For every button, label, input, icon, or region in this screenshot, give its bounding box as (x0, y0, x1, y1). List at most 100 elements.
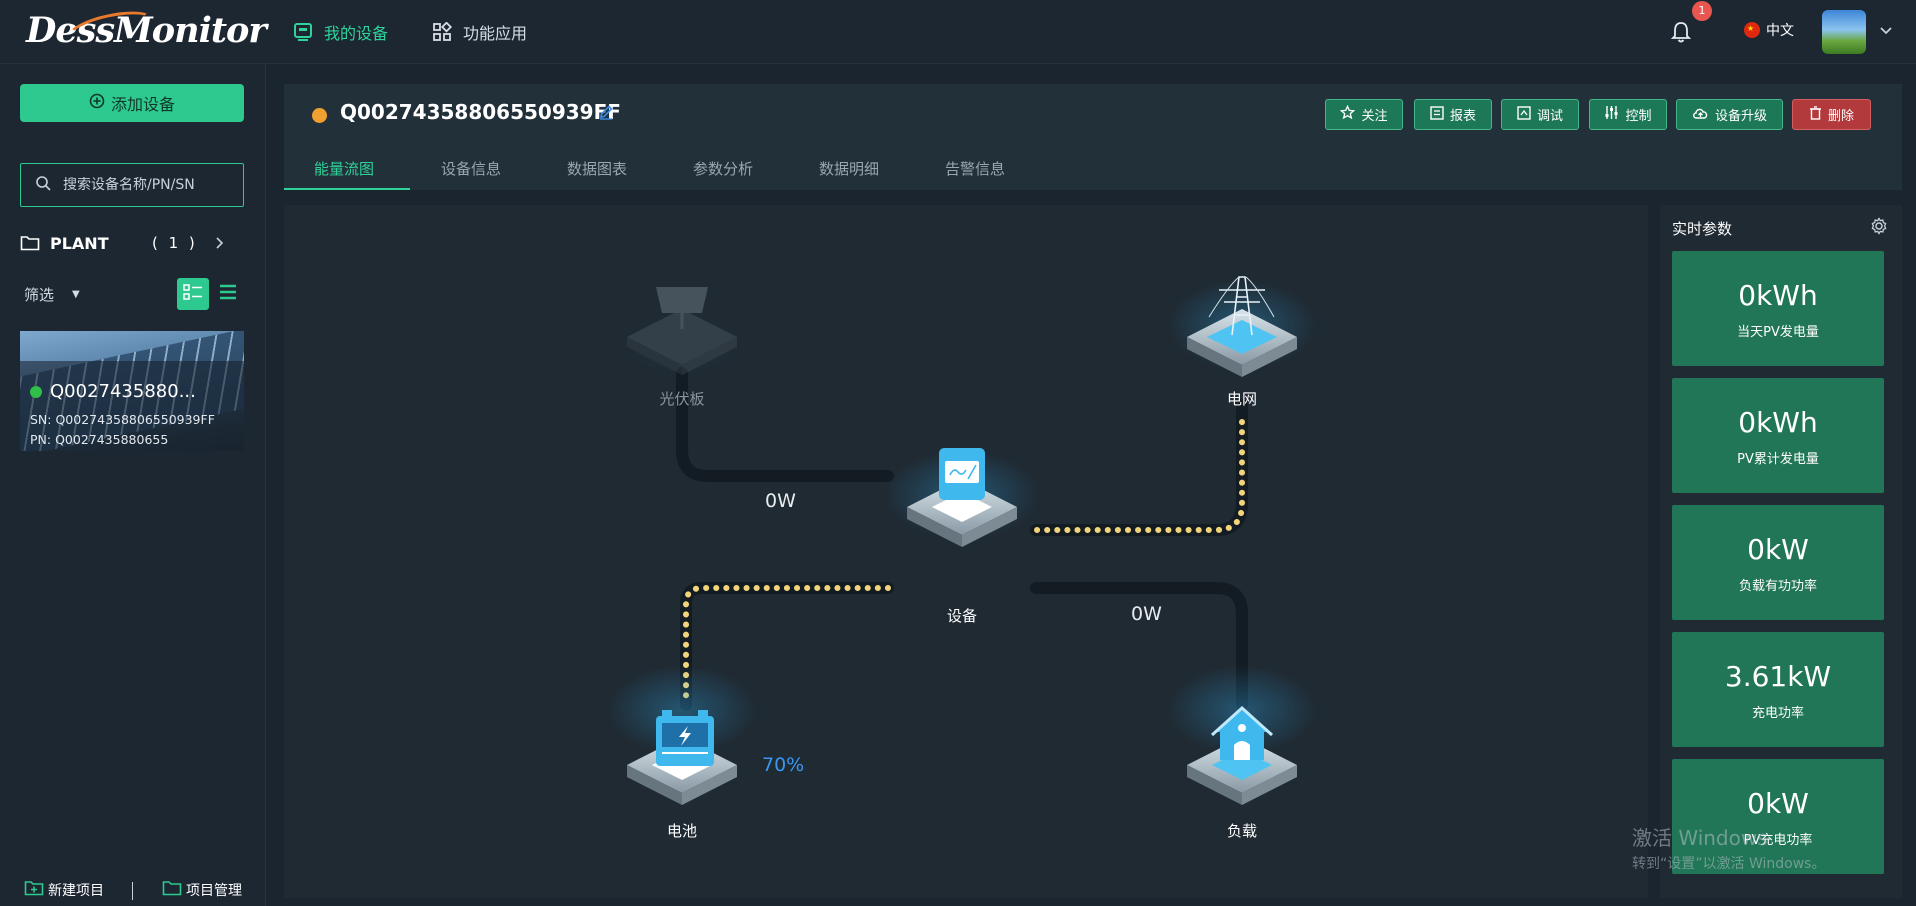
follow-button[interactable]: 关注 (1325, 99, 1403, 130)
pencil-icon[interactable] (598, 104, 614, 124)
nav-my-devices[interactable]: 我的设备 (292, 16, 388, 48)
tab-device-info[interactable]: 设备信息 (441, 160, 502, 178)
realtime-params-panel: 实时参数 0kWh 当天PV发电量 0kWh PV累计发电量 0kW 负载有功功… (1660, 205, 1902, 898)
windows-activation-watermark: 激活 Windows 转到“设置”以激活 Windows。 (1632, 822, 1825, 873)
grid-label: 电网 (1226, 390, 1257, 408)
nav-label: 功能应用 (463, 24, 528, 43)
metric-value: 0kW (1747, 533, 1809, 566)
debug-label: 调试 (1536, 109, 1563, 124)
device-sn: SN: Q0027435880655093​9FF (30, 412, 215, 427)
watermark-line2: 转到“设置”以激活 Windows。 (1632, 856, 1826, 872)
battery-icon (607, 665, 757, 805)
device-card-name: Q0027435880... (30, 381, 196, 402)
filter-label: 筛选 (24, 285, 55, 304)
debug-icon (1517, 105, 1531, 124)
metric-card-load-power: 0kW 负载有功功率 (1672, 505, 1884, 620)
metric-label: PV累计发电量 (1737, 452, 1819, 467)
solar-panel-icon (627, 287, 737, 375)
plant-group[interactable]: PLANT ( 1 ) (20, 228, 250, 258)
metric-card-pv-charge-power: 0kW PV充电功率 (1672, 759, 1884, 874)
bell-icon[interactable] (1670, 20, 1692, 44)
power-tower-icon (1167, 276, 1317, 377)
tab-alarm-info[interactable]: 告警信息 (945, 160, 1006, 178)
page-title: Q00274358806550939FF (340, 100, 621, 124)
debug-button[interactable]: 调试 (1501, 99, 1579, 130)
follow-label: 关注 (1361, 109, 1388, 124)
chevron-down-icon[interactable] (1880, 24, 1892, 38)
app-logo[interactable]: DessMonitor (26, 4, 267, 56)
card-list-icon (183, 284, 203, 304)
tab-data-detail[interactable]: 数据明细 (819, 160, 880, 178)
search-input[interactable] (63, 177, 233, 193)
star-icon (1340, 104, 1356, 124)
nav-label: 我的设备 (324, 24, 389, 43)
list-icon (219, 284, 237, 304)
language-switch[interactable]: 中文 (1744, 20, 1794, 40)
online-status-dot (30, 385, 42, 398)
active-tab-indicator (284, 188, 410, 190)
load-line (1030, 582, 1248, 711)
sliders-icon (1604, 105, 1619, 124)
nav-apps[interactable]: 功能应用 (431, 16, 527, 48)
china-flag-icon (1744, 22, 1760, 38)
add-device-button[interactable]: 添加设备 (20, 84, 244, 122)
device-search[interactable] (20, 163, 244, 207)
tab-energy-flow[interactable]: 能量流图 (314, 160, 375, 178)
metric-value: 0kWh (1738, 406, 1818, 439)
device-icon (292, 21, 314, 43)
filter-dropdown[interactable]: 筛选 ▼ (24, 278, 250, 310)
tab-data-chart[interactable]: 数据图表 (567, 160, 628, 178)
grid-flow-dots (1033, 419, 1245, 533)
plus-circle-icon (89, 93, 105, 113)
pv-label: 光伏板 (659, 390, 705, 408)
metric-value: 0kWh (1738, 279, 1818, 312)
logo-text: DessMonitor (26, 10, 267, 51)
search-icon (35, 175, 51, 195)
footer-divider (132, 882, 133, 900)
battery-soc-value: 70% (762, 754, 805, 776)
pv-power-value: 0W (765, 490, 796, 512)
load-label: 负载 (1226, 822, 1257, 840)
device-status-dot (312, 108, 327, 123)
project-manage-button[interactable]: 项目管理 (162, 880, 242, 900)
new-project-button[interactable]: 新建项目 (24, 880, 104, 900)
device-pn: PN: Q0027435880655 (30, 432, 169, 447)
gear-icon[interactable] (1870, 217, 1888, 239)
avatar[interactable] (1822, 10, 1866, 54)
folder-plus-icon (24, 880, 44, 900)
plant-count: ( 1 ) (152, 234, 198, 252)
trash-icon (1809, 105, 1822, 124)
folder-icon (162, 880, 182, 900)
metric-label: 负载有功功率 (1738, 579, 1817, 594)
list-view-toggle[interactable] (212, 278, 244, 310)
control-button[interactable]: 控制 (1589, 99, 1667, 130)
upgrade-label: 设备升级 (1714, 109, 1767, 124)
chevron-right-icon[interactable] (216, 234, 224, 253)
metric-label: 充电功率 (1751, 706, 1804, 721)
folder-icon (20, 235, 40, 251)
caret-down-icon: ▼ (72, 288, 80, 300)
plant-label: PLANT (50, 233, 109, 253)
energy-flow-panel: 光伏板 电网 设备 电池 负载 0W 0W 70% (284, 205, 1648, 898)
metric-label: PV充电功率 (1743, 833, 1813, 848)
project-manage-label: 项目管理 (186, 883, 242, 899)
upgrade-button[interactable]: 设备升级 (1676, 99, 1783, 130)
report-icon (1430, 105, 1444, 124)
load-power-value: 0W (1131, 603, 1162, 625)
card-view-toggle[interactable] (177, 278, 209, 310)
tab-param-analysis[interactable]: 参数分析 (693, 160, 754, 178)
top-bar: DessMonitor 我的设备 功能应用 1 中文 (0, 0, 1916, 64)
device-label: 设备 (946, 607, 977, 625)
control-label: 控制 (1625, 109, 1652, 124)
apps-grid-icon (431, 21, 453, 43)
report-label: 报表 (1449, 109, 1476, 124)
sidebar-footer: 新建项目 项目管理 (0, 872, 266, 906)
delete-label: 删除 (1827, 109, 1854, 124)
language-label: 中文 (1766, 23, 1794, 39)
report-button[interactable]: 报表 (1414, 99, 1492, 130)
home-icon (1167, 665, 1317, 805)
battery-label: 电池 (666, 822, 697, 840)
device-card[interactable]: Q0027435880... SN: Q0027435880655093​9FF… (20, 331, 244, 451)
delete-button[interactable]: 删除 (1792, 99, 1871, 130)
metric-label: 当天PV发电量 (1737, 325, 1819, 340)
